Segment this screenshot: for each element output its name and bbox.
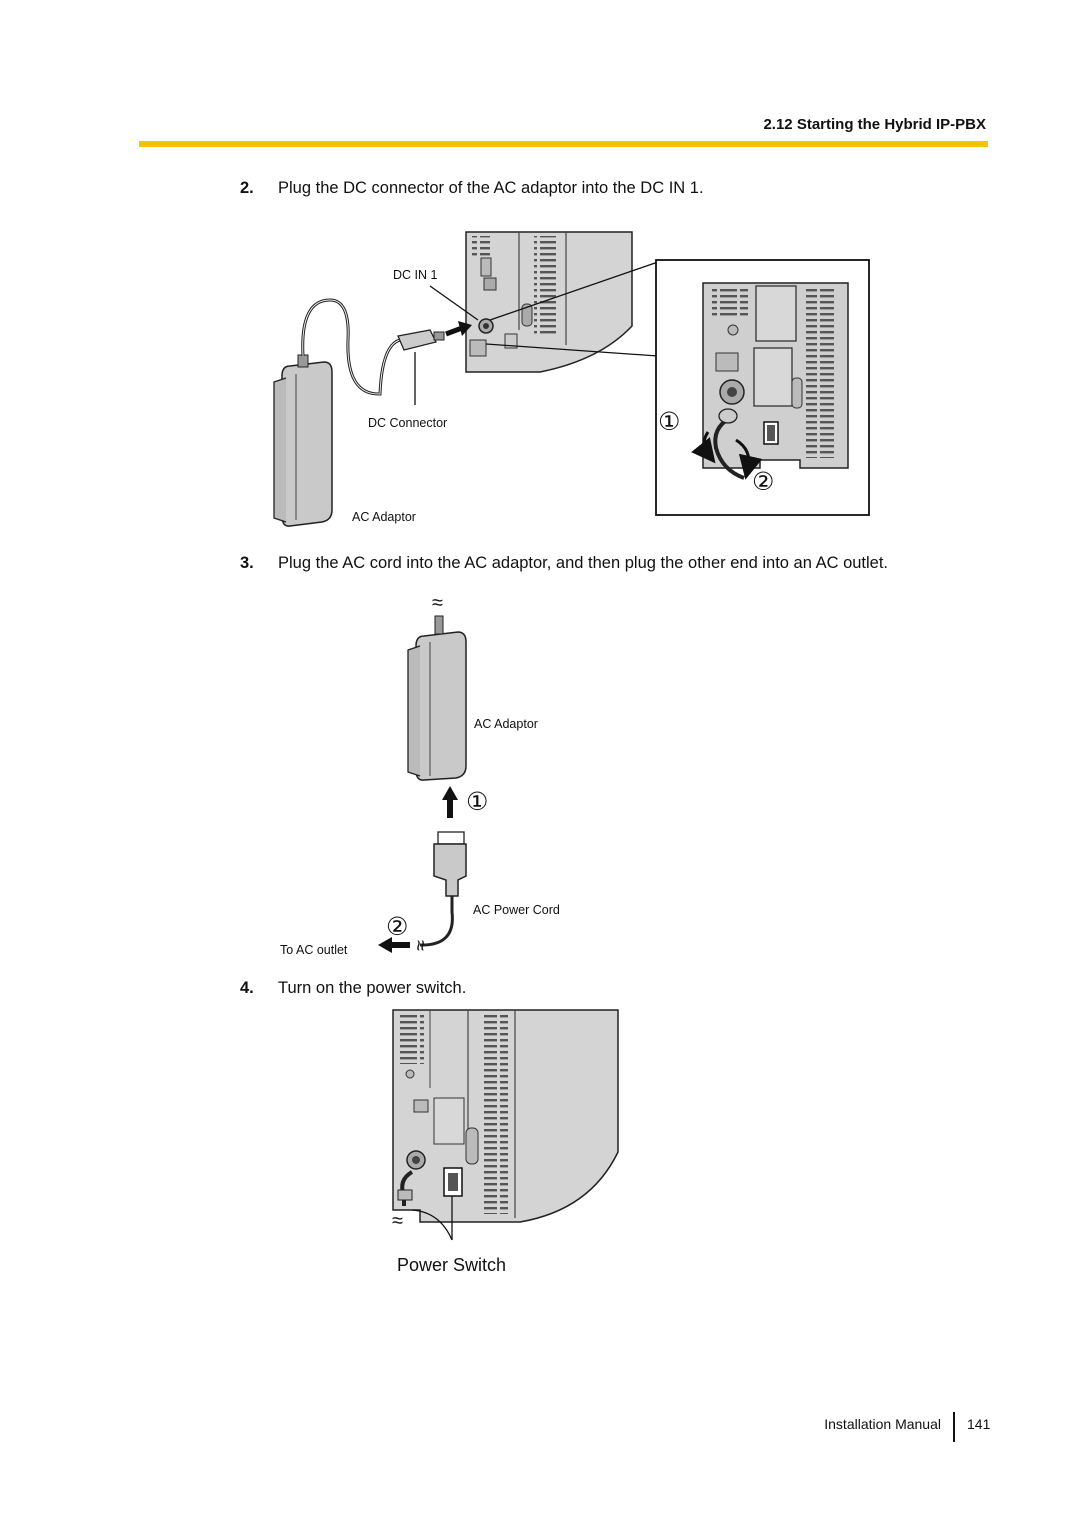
ac-adaptor-label: AC Adaptor — [474, 717, 538, 731]
pbx-unit-figure3 — [392, 1009, 619, 1223]
step-number: 4. — [240, 979, 254, 997]
dc-connector-label: DC Connector — [368, 416, 448, 430]
step-2: 2. Plug the DC connector of the AC adapto… — [240, 179, 704, 198]
callout-2: ② — [386, 913, 409, 941]
step-number: 3. — [240, 554, 254, 572]
ac-power-cord-plug — [433, 831, 467, 897]
cord-break-tilde: ≈ — [392, 1210, 403, 1232]
dc-in-leader-line — [429, 285, 479, 321]
pbx-unit-figure1 — [465, 231, 633, 373]
callout-1: ① — [466, 788, 489, 816]
page-number: 141 — [967, 1416, 991, 1432]
footer-manual-name: Installation Manual — [824, 1416, 941, 1432]
footer-separator — [953, 1412, 955, 1442]
step-4: 4. Turn on the power switch. — [240, 979, 466, 998]
section-title: 2.12 Starting the Hybrid IP-PBX — [763, 116, 986, 133]
pbx-detail-view — [702, 282, 849, 469]
step-3: 3. Plug the AC cord into the AC adaptor, … — [240, 554, 888, 573]
cord-break-tilde: ≈ — [408, 940, 431, 951]
step-text: Plug the DC connector of the AC adaptor … — [278, 179, 704, 197]
ac-adaptor-figure2 — [407, 615, 467, 781]
callout-1: ① — [658, 408, 681, 436]
ac-power-cord-label: AC Power Cord — [473, 903, 560, 917]
header-rule — [139, 141, 988, 147]
step-text: Turn on the power switch. — [278, 979, 467, 997]
power-switch-label: Power Switch — [397, 1255, 507, 1275]
callout-2: ② — [752, 468, 775, 496]
step-text: Plug the AC cord into the AC adaptor, an… — [278, 554, 889, 572]
dc-in-label: DC IN 1 — [393, 268, 438, 282]
ac-adaptor-figure1 — [273, 354, 333, 527]
step-number: 2. — [240, 179, 254, 197]
ac-adaptor-label: AC Adaptor — [352, 510, 416, 524]
dc-connector — [397, 329, 445, 351]
to-ac-outlet-label: To AC outlet — [280, 943, 348, 957]
cord-break-tilde: ≈ — [432, 592, 443, 614]
